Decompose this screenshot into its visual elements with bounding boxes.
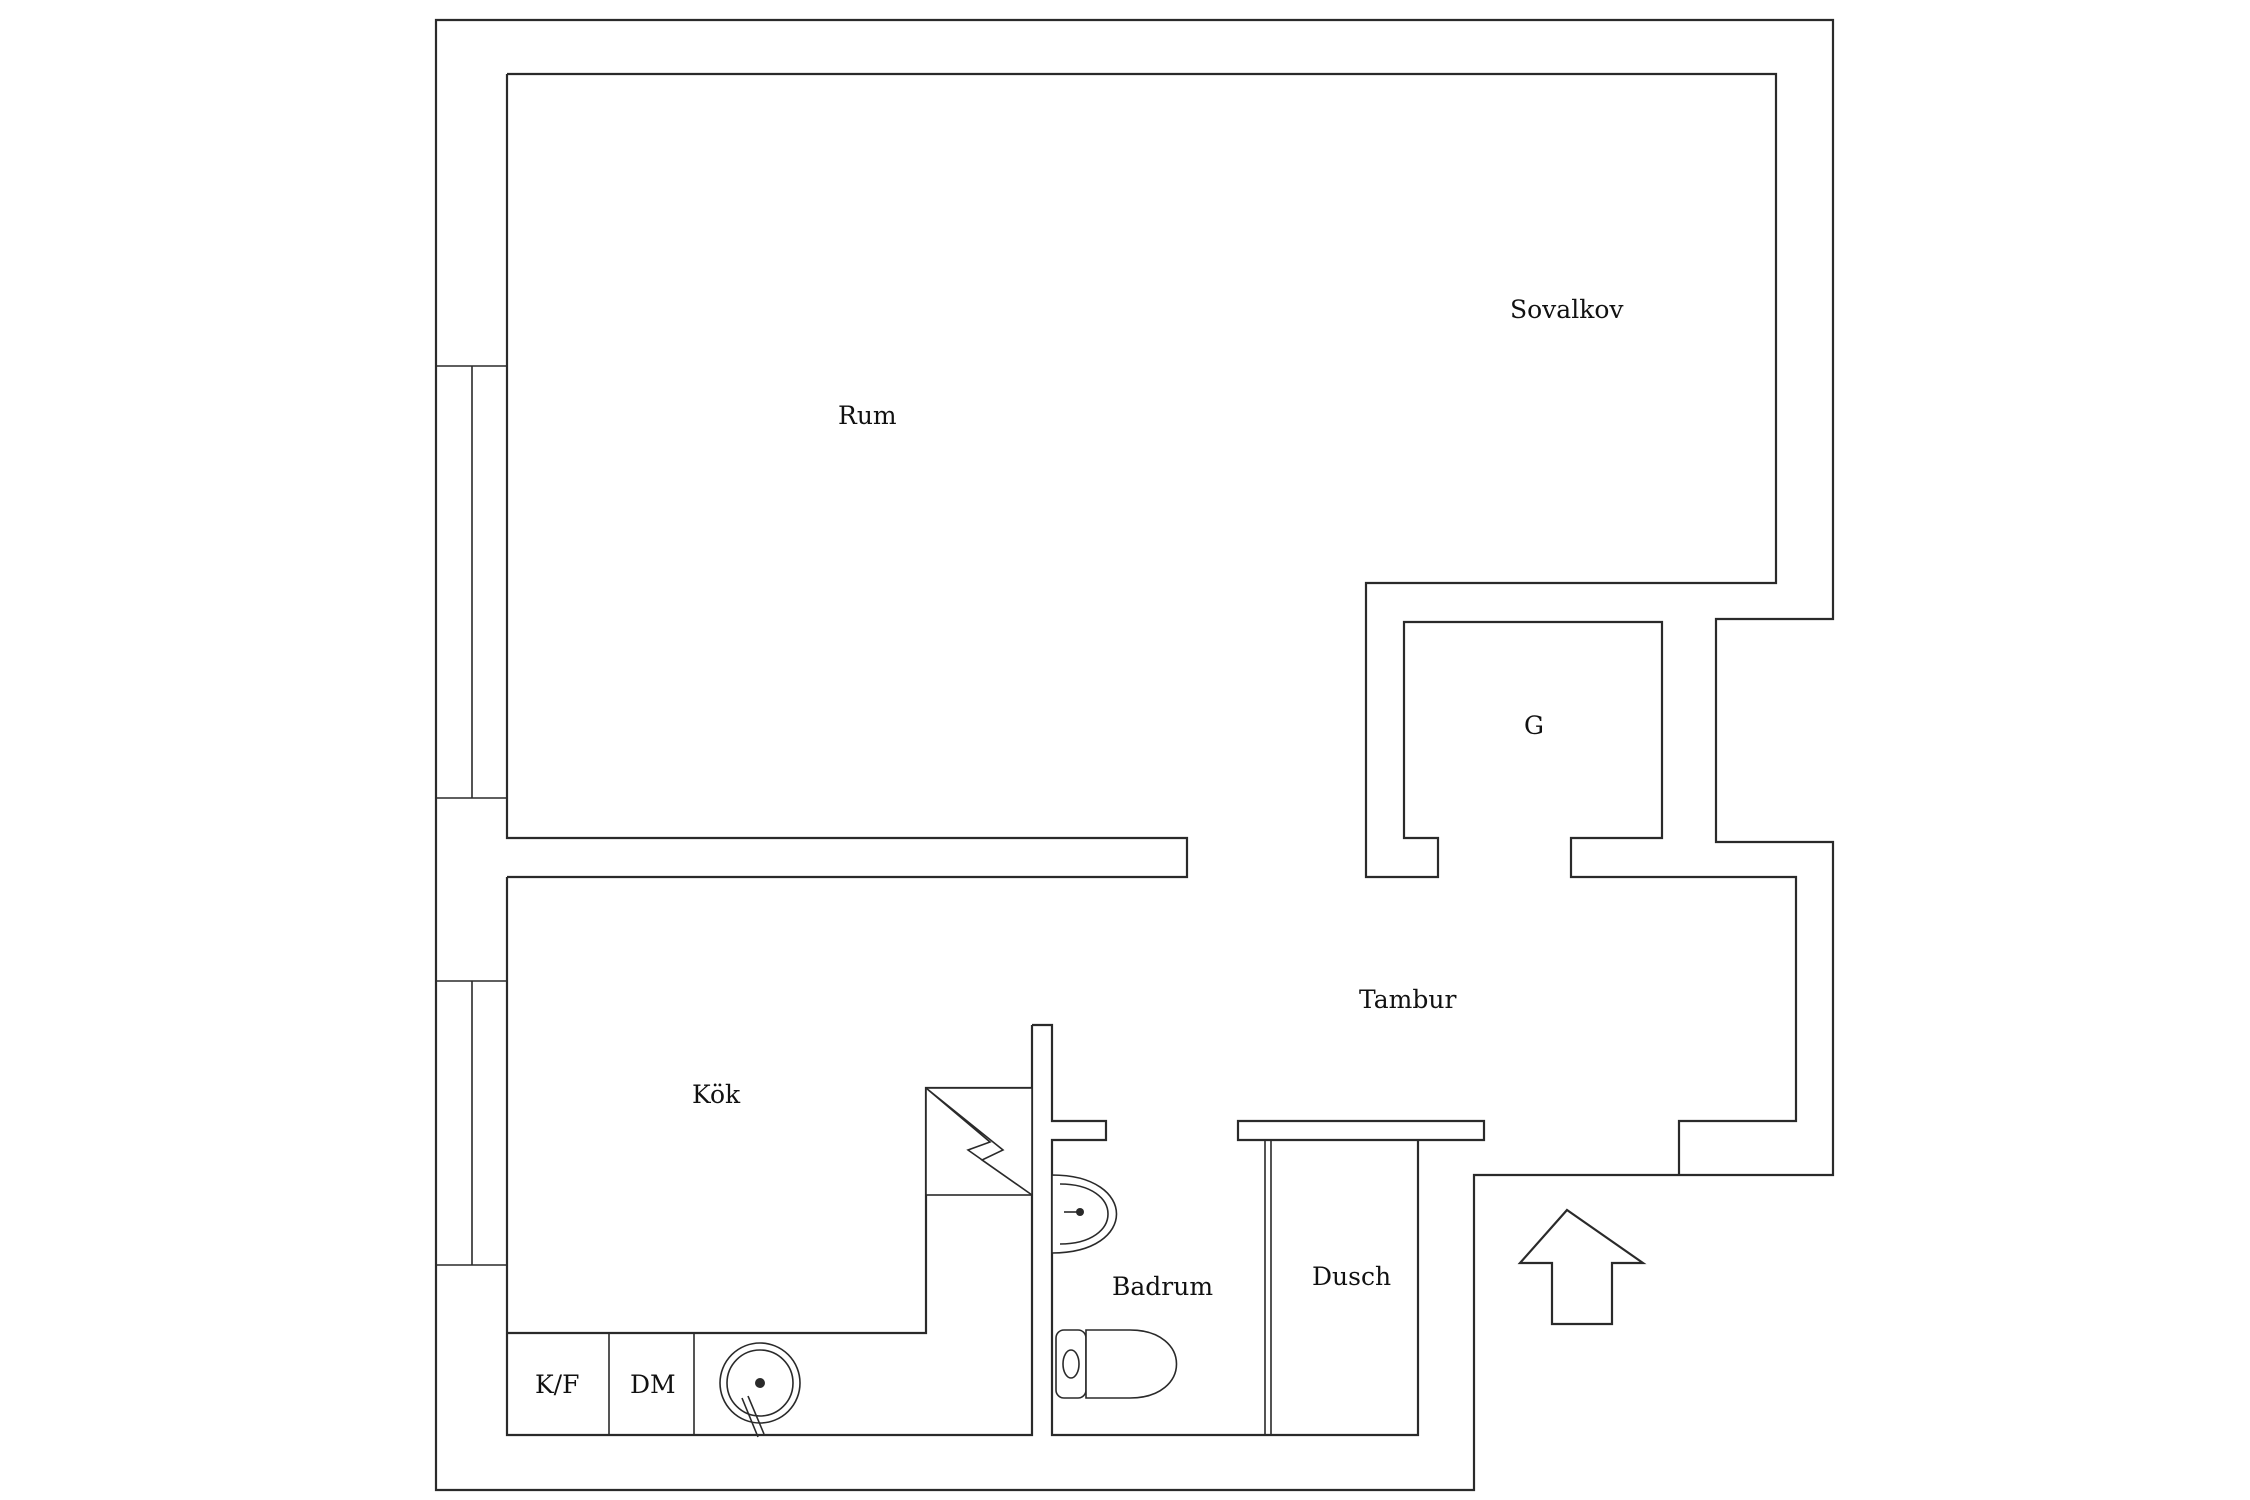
wall-rum-sovalkov (507, 72, 1798, 1175)
label-sovalkov: Sovalkov (1510, 295, 1624, 324)
label-rum: Rum (838, 401, 897, 430)
outer-wall (434, 18, 1835, 1492)
bathroom-sink-icon (1051, 1174, 1118, 1254)
kitchen-sink-icon (719, 1342, 801, 1438)
toilet-icon (1055, 1329, 1178, 1399)
label-g: G (1524, 711, 1544, 740)
label-dm: DM (630, 1370, 676, 1399)
entrance-arrow-icon (1517, 1208, 1647, 1326)
wall-rum-left (505, 74, 1189, 879)
wall-badrum (1032, 1023, 1486, 1437)
label-kok: Kök (692, 1080, 741, 1109)
label-kf: K/F (535, 1370, 579, 1399)
label-dusch: Dusch (1312, 1262, 1391, 1291)
electrical-shaft-icon (925, 1087, 1033, 1196)
wall-kok (505, 877, 1034, 1437)
label-badrum: Badrum (1112, 1272, 1213, 1301)
window-kok (436, 980, 507, 1266)
label-tambur: Tambur (1359, 985, 1456, 1014)
window-rum (436, 365, 507, 799)
